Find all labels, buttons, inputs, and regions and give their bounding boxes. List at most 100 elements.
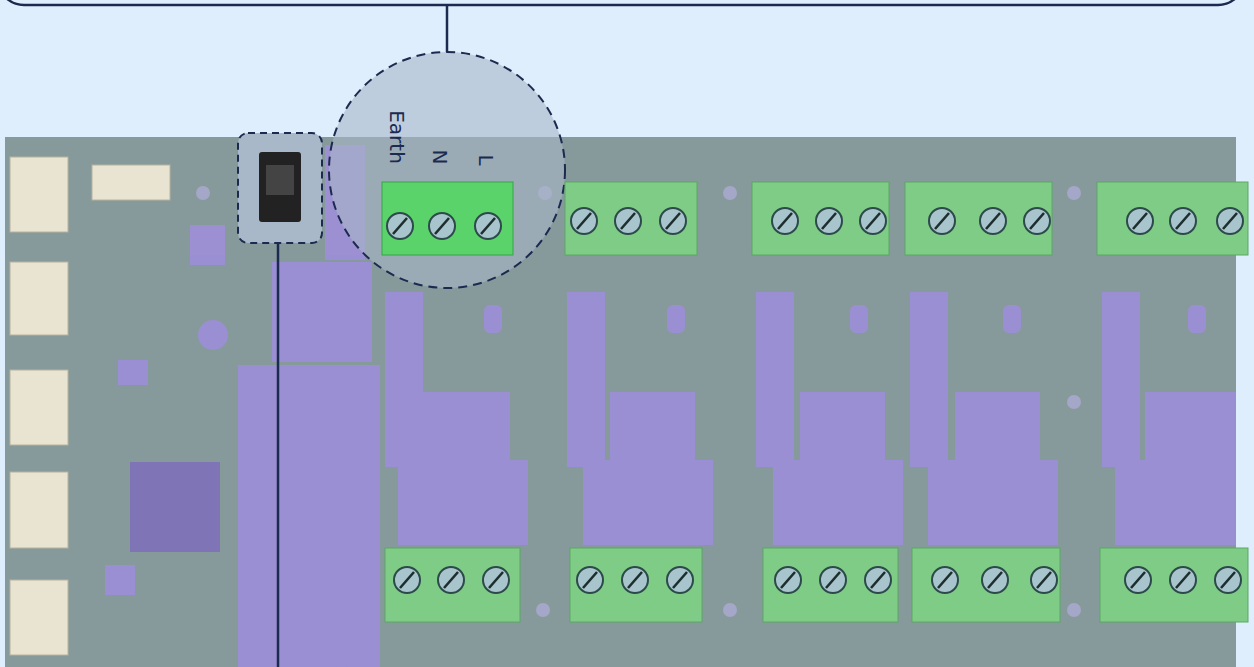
screw-slot [866,213,880,229]
screw [820,567,846,593]
signal-connectors [10,157,170,655]
screw-slot [871,572,885,588]
relay [420,392,510,462]
terminal-label: L [476,154,496,165]
screw-slot [400,572,414,588]
screw-slot [666,213,680,229]
connector [10,472,68,548]
screw [615,208,641,234]
connector [10,262,68,335]
screw [483,567,509,593]
leader-line [446,5,449,52]
screw-slot [986,213,1000,229]
screw-slot [1176,572,1190,588]
terminal-label: Earth [387,110,407,164]
connector [10,580,68,655]
screw [772,208,798,234]
screw [438,567,464,593]
connector [10,157,68,232]
screw [1217,208,1243,234]
fuse [484,305,502,333]
screw-slot [1030,213,1044,229]
component [272,262,372,362]
fuse [850,305,868,333]
screw-slot [822,213,836,229]
relay [773,460,903,545]
terminal-blocks [382,182,1248,622]
screw [775,567,801,593]
screw [1127,208,1153,234]
screw [816,208,842,234]
hole [1067,186,1081,200]
hole [723,603,737,617]
relay [800,392,885,462]
chip [130,462,220,552]
switch-lever [266,165,294,195]
connector [92,165,170,200]
terminal-block [385,548,520,622]
fuse [1003,305,1021,333]
screw [1170,567,1196,593]
screw [571,208,597,234]
screw-slot [577,213,591,229]
screw-slot [621,213,635,229]
terminal-block [570,548,702,622]
screw-slot [1133,213,1147,229]
callout-box [2,0,1240,5]
screw-slot [444,572,458,588]
fuse [667,305,685,333]
relay [1115,460,1236,545]
connector [10,370,68,445]
screw [394,567,420,593]
component [320,625,365,667]
screw [429,213,455,239]
screw [475,213,501,239]
screw-slot [583,572,597,588]
relay [910,292,948,467]
terminal-block [752,182,889,255]
component [198,320,228,350]
hole [196,186,210,200]
screw [387,213,413,239]
terminal-block [565,182,697,255]
screw-slot [1037,572,1051,588]
relay [1102,292,1140,467]
terminal-block [1097,182,1248,255]
terminal-block [905,182,1052,255]
screw-slot [935,213,949,229]
fuse [1188,305,1206,333]
relay [567,292,605,467]
relay [756,292,794,467]
screw [667,567,693,593]
hole [536,603,550,617]
relay [610,392,695,462]
screw-slot [393,218,407,234]
screw [1031,567,1057,593]
screw-slot [1223,213,1237,229]
screw [1125,567,1151,593]
component [118,360,148,385]
screw [860,208,886,234]
screw-slot [673,572,687,588]
screw [622,567,648,593]
relay [583,460,713,545]
relay [398,460,528,545]
screw-slot [781,572,795,588]
hole [1067,603,1081,617]
component [105,565,135,595]
screw [1170,208,1196,234]
relay [955,392,1040,462]
hole [723,186,737,200]
screw [980,208,1006,234]
terminal-block [1100,548,1248,622]
screw [577,567,603,593]
terminal-label: N [430,150,450,165]
relay [1145,392,1236,462]
terminal-block [763,548,898,622]
component [190,225,225,265]
screw [1215,567,1241,593]
screws [387,208,1243,593]
screw-slot [1176,213,1190,229]
screw-slot [1221,572,1235,588]
screw-slot [1131,572,1145,588]
